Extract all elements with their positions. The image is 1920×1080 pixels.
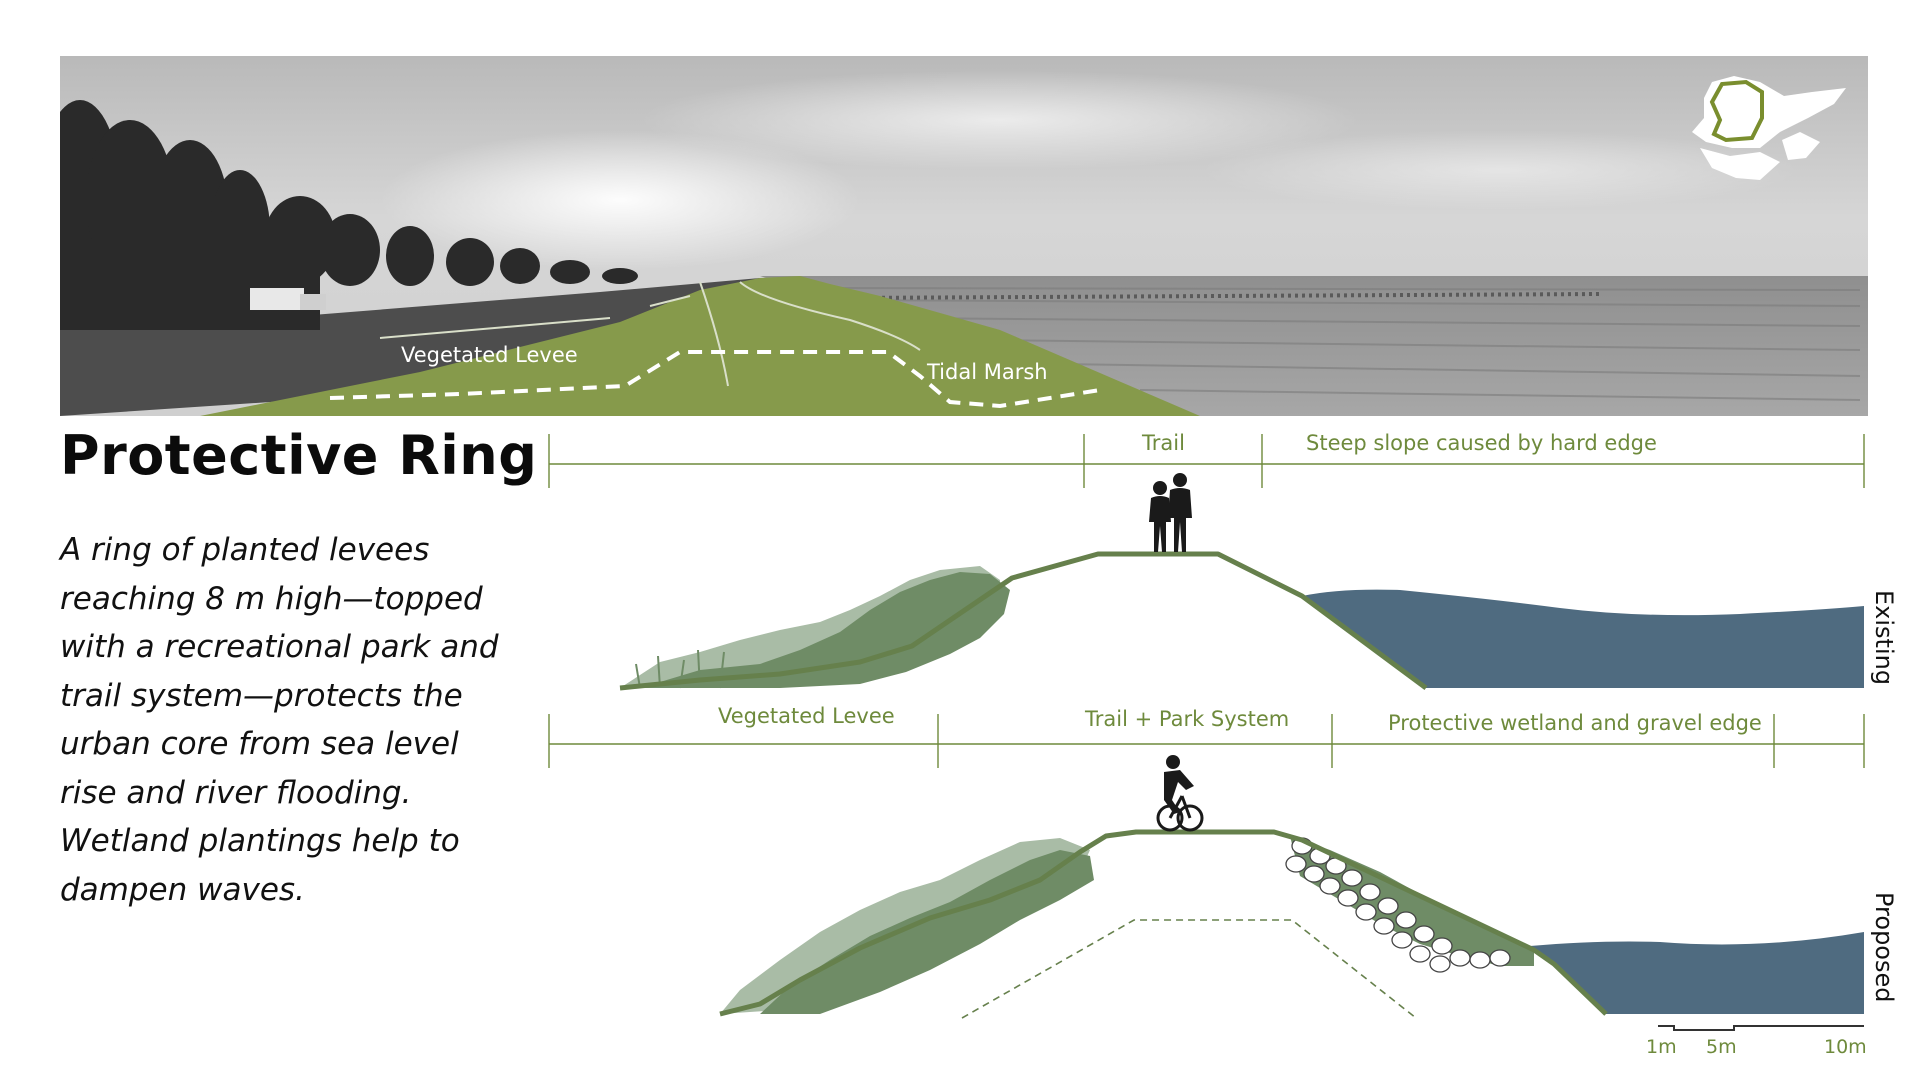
proposed-dimension-bar	[548, 714, 1865, 768]
existing-dimension-bar	[548, 434, 1865, 488]
fence-line	[839, 292, 1601, 300]
sea-surface	[760, 276, 1868, 416]
existing-side-label: Existing	[1870, 590, 1898, 685]
levee-path	[379, 317, 611, 339]
levee-path	[739, 281, 921, 351]
scale-label-10m: 10m	[1824, 1036, 1867, 1058]
tree-line	[60, 100, 638, 330]
panorama-photo: Vegetated Levee Tidal Marsh	[60, 56, 1868, 416]
existing-water	[1302, 589, 1864, 688]
proposed-label-trail-park: Trail + Park System	[1084, 707, 1289, 731]
photo-label-vegetated-levee: Vegetated Levee	[401, 343, 578, 367]
existing-levee-dashed-line	[961, 919, 1417, 1019]
cloud	[1200, 130, 1800, 210]
proposed-levee-profile	[719, 829, 1608, 1017]
proposed-side-label: Proposed	[1870, 892, 1898, 1003]
description-text: A ring of planted levees reaching 8 m hi…	[60, 532, 499, 908]
locator-map-icon	[1692, 76, 1846, 180]
cloud	[640, 70, 1360, 170]
existing-label-steep-slope: Steep slope caused by hard edge	[1306, 431, 1657, 455]
gravel-edge	[1285, 837, 1511, 973]
scale-label-1m: 1m	[1646, 1036, 1677, 1058]
scale-bar: 1m 5m 10m	[1646, 1025, 1867, 1058]
scale-label-5m: 5m	[1706, 1036, 1737, 1058]
levee-path	[649, 295, 691, 307]
proposed-water	[1530, 932, 1864, 1014]
cloud	[380, 130, 860, 270]
cyclist-icon	[1156, 755, 1204, 832]
levee-surface	[200, 276, 1200, 416]
existing-section: Trail Steep slope caused by hard edge Ex…	[548, 431, 1898, 691]
house	[300, 294, 326, 310]
levee-path	[699, 281, 729, 387]
page-title: Protective Ring	[60, 424, 538, 487]
house	[250, 288, 304, 310]
proposed-section: Vegetated Levee Trail + Park System Prot…	[548, 704, 1898, 1019]
ground	[60, 278, 760, 416]
proposed-label-vegetated-levee: Vegetated Levee	[718, 704, 895, 728]
sea-ripples	[829, 287, 1861, 401]
proposed-label-wetland-edge: Protective wetland and gravel edge	[1388, 711, 1762, 735]
existing-label-trail: Trail	[1141, 431, 1185, 455]
levee-dashed-outline	[329, 350, 1101, 409]
pedestrians-icon	[1149, 473, 1192, 552]
existing-levee-profile	[619, 551, 1428, 691]
photo-label-tidal-marsh: Tidal Marsh	[926, 360, 1048, 384]
